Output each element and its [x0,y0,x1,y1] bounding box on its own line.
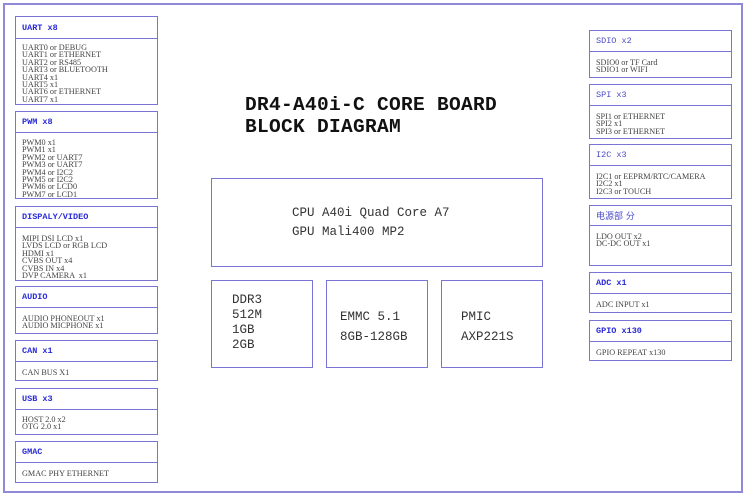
diagram-frame [3,3,743,493]
spi-block-title: SPI x3 [590,85,731,106]
gmac-block-title: GMAC [16,442,157,463]
gpu-label: GPU Mali400 MP2 [292,225,405,239]
title-line-1: DR4-A40i-C CORE BOARD [245,94,498,116]
diagram-title: DR4-A40i-C CORE BOARD BLOCK DIAGRAM [245,94,497,138]
gpio-block-title: GPIO x130 [590,321,731,342]
pwm-block: PWM x8 PWM0 x1 PWM1 x1 PWM2 or UART7 PWM… [15,111,158,199]
uart-block-title: UART x8 [16,17,157,39]
display-video-block-items: MIPI DSI LCD x1 LVDS LCD or RGB LCD HDMI… [22,234,108,281]
emmc-block: EMMC 5.1 8GB-128GB [326,280,428,368]
display-video-block-title: DISPALY/VIDEO [16,207,157,228]
uart-block-items: UART0 or DEBUG UART1 or ETHERNET UART2 o… [22,43,108,104]
audio-block-title: AUDIO [16,287,157,308]
display-video-block: DISPALY/VIDEO MIPI DSI LCD x1 LVDS LCD o… [15,206,158,281]
sdio-block-title: SDIO x2 [590,31,731,52]
gmac-block-items: GMAC PHY ETHERNET [22,469,110,478]
adc-block-items: ADC INPUT x1 [596,300,650,309]
power-block-title: 电源部 分 [590,206,731,226]
i2c-block-items: I2C1 or EEPRM/RTC/CAMERA I2C2 x1 I2C3 or… [596,172,706,196]
cpu-block: CPU A40i Quad Core A7 GPU Mali400 MP2 [211,178,543,267]
can-block-title: CAN x1 [16,341,157,362]
i2c-block-title: I2C x3 [590,145,731,166]
power-block: 电源部 分 LDO OUT x2 DC-DC OUT x1 [589,205,732,266]
gpio-block: GPIO x130 GPIO REPEAT x130 [589,320,732,361]
audio-block: AUDIO AUDIO PHONEOUT x1 AUDIO MICPHONE x… [15,286,158,334]
ddr-text: DDR3 512M 1GB 2GB [232,293,263,352]
title-line-2: BLOCK DIAGRAM [245,116,402,138]
i2c-block: I2C x3 I2C1 or EEPRM/RTC/CAMERA I2C2 x1 … [589,144,732,199]
gpio-block-items: GPIO REPEAT x130 [596,348,666,357]
usb-block-items: HOST 2.0 x2 OTG 2.0 x1 [22,415,66,432]
spi-block-items: SPI1 or ETHERNET SPI2 x1 SPI3 or ETHERNE… [596,112,666,136]
pmic-block: PMIC AXP221S [441,280,543,368]
can-block: CAN x1 CAN BUS X1 [15,340,158,381]
pwm-block-title: PWM x8 [16,112,157,133]
adc-block-title: ADC x1 [590,273,731,294]
emmc-text: EMMC 5.1 8GB-128GB [340,310,408,344]
adc-block: ADC x1 ADC INPUT x1 [589,272,732,313]
can-block-items: CAN BUS X1 [22,368,70,377]
pwm-block-items: PWM0 x1 PWM1 x1 PWM2 or UART7 PWM3 or UA… [22,138,83,199]
gmac-block: GMAC GMAC PHY ETHERNET [15,441,158,483]
ddr-block: DDR3 512M 1GB 2GB [211,280,313,368]
audio-block-items: AUDIO PHONEOUT x1 AUDIO MICPHONE x1 [22,314,105,331]
pmic-text: PMIC AXP221S [461,310,514,344]
cpu-label: CPU A40i Quad Core A7 [292,206,450,220]
usb-block-title: USB x3 [16,389,157,410]
sdio-block-items: SDIO0 or TF Card SDIO1 or WIFI [596,58,658,75]
spi-block: SPI x3 SPI1 or ETHERNET SPI2 x1 SPI3 or … [589,84,732,139]
usb-block: USB x3 HOST 2.0 x2 OTG 2.0 x1 [15,388,158,435]
sdio-block: SDIO x2 SDIO0 or TF Card SDIO1 or WIFI [589,30,732,78]
uart-block: UART x8 UART0 or DEBUG UART1 or ETHERNET… [15,16,158,105]
power-block-items: LDO OUT x2 DC-DC OUT x1 [596,232,651,249]
